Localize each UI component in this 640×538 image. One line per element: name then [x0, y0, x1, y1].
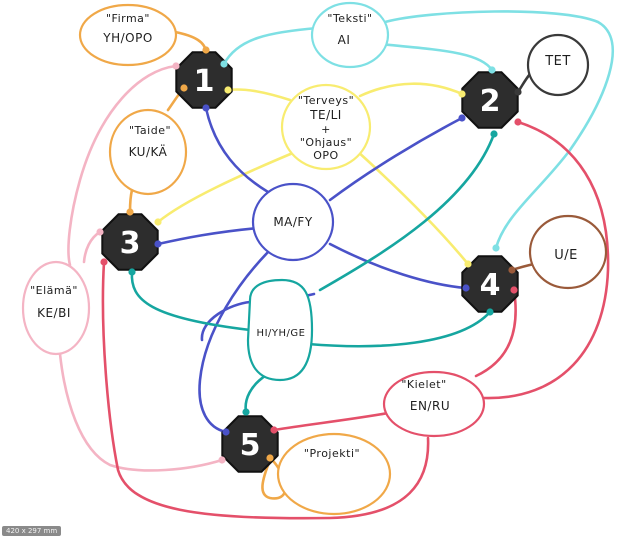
teksti-title: "Teksti"	[327, 12, 372, 25]
connector-dot	[202, 104, 210, 112]
connector-dot	[464, 260, 472, 268]
bubble-kielet	[382, 370, 486, 438]
link-2-kielet	[482, 120, 610, 400]
link-elama-3	[82, 230, 102, 264]
link-hiyhge-4	[306, 310, 492, 348]
taide-title: "Taide"	[129, 124, 171, 137]
link-elama-5	[58, 352, 224, 472]
link-3-red	[101, 260, 430, 520]
link-teksti-4	[383, 10, 615, 250]
connector-dot	[180, 84, 188, 92]
projekti-title: "Projekti"	[304, 447, 360, 460]
connector-dot	[514, 88, 522, 96]
paper-size-badge: 420 x 297 mm	[2, 526, 62, 536]
link-terveys-4	[354, 148, 470, 266]
tet-title: TET	[544, 54, 571, 69]
bubble-mafy	[251, 182, 335, 262]
connector-dot	[488, 66, 496, 74]
node-1-number: 1	[194, 64, 215, 99]
node-5-number: 5	[240, 428, 261, 463]
link-3-hiyhge	[130, 270, 252, 332]
link-hiyhge-5	[244, 372, 270, 414]
connector-dot	[172, 62, 180, 70]
terveys-title: "Terveys"	[298, 94, 354, 107]
elama-subjects: KE/BI	[37, 306, 71, 320]
connector-dot	[508, 266, 516, 274]
connector-dot	[220, 60, 228, 68]
link-2-mafy	[328, 116, 464, 202]
ohjaus-title: "Ohjaus"	[300, 136, 352, 149]
ue-title: U/E	[554, 248, 578, 263]
terveys-subjects: TE/LI	[309, 108, 342, 122]
link-2-hiyhge	[318, 132, 496, 292]
terveys-plus: +	[321, 123, 331, 136]
link-kielet-5	[272, 410, 396, 432]
connector-dot	[96, 228, 104, 236]
bubble-projekti	[276, 432, 392, 516]
connector-dot	[126, 208, 134, 216]
link-teksti-2	[378, 42, 494, 72]
connector-dot	[490, 130, 498, 138]
node-4-number: 4	[480, 268, 501, 303]
connector-dot	[242, 408, 250, 416]
bubble-tet	[526, 33, 590, 97]
hiyhge-title: HI/YH/GE	[257, 328, 306, 339]
connector-dot	[222, 428, 230, 436]
kielet-title: "Kielet"	[401, 378, 446, 391]
link-firma-1	[173, 30, 208, 54]
connector-dot	[224, 86, 232, 94]
link-1-mafy	[204, 106, 270, 194]
link-terveys-3	[156, 148, 302, 224]
connector-dot	[218, 456, 226, 464]
connector-dot	[514, 118, 522, 126]
bubble-firma	[78, 3, 178, 67]
link-terveys-2	[358, 82, 464, 98]
teksti-subjects: AI	[338, 33, 351, 47]
link-mafy-5	[198, 246, 274, 434]
connector-dot	[492, 244, 500, 252]
mafy-title: MA/FY	[273, 215, 313, 229]
bubble-terveys	[280, 83, 372, 171]
link-terveys-1	[226, 88, 292, 102]
connector-dot	[202, 46, 210, 54]
link-teksti-1	[222, 26, 320, 66]
bubble-taide	[108, 108, 188, 196]
bubble-elama	[21, 260, 91, 356]
connector-dot	[486, 308, 494, 316]
link-elama-1	[67, 64, 178, 267]
firma-subjects: YH/OPO	[102, 31, 153, 45]
connector-dot	[100, 258, 108, 266]
bubble-hiyhge	[246, 278, 314, 382]
connector-dot	[128, 268, 136, 276]
connector-dot	[458, 90, 466, 98]
link-4-kielet	[474, 288, 517, 378]
connector-dot	[510, 286, 518, 294]
node-2-number: 2	[480, 84, 501, 119]
connector-dot	[154, 218, 162, 226]
kielet-subjects: EN/RU	[410, 399, 450, 413]
taide-subjects: KU/KÄ	[129, 144, 168, 159]
connector-dot	[458, 114, 466, 122]
link-projekti-5	[261, 458, 287, 500]
link-mafy-4	[328, 242, 468, 290]
firma-title: "Firma"	[106, 12, 150, 25]
bubble-teksti	[310, 1, 390, 69]
connector-dot	[154, 240, 162, 248]
node-3-number: 3	[120, 226, 141, 261]
link-mafy-3	[156, 226, 260, 246]
elama-title: "Elämä"	[30, 284, 78, 297]
ohjaus-subjects: OPO	[313, 149, 338, 162]
connector-dot	[270, 426, 278, 434]
bubble-ue	[528, 214, 608, 290]
node-2-hexagon	[461, 71, 519, 129]
connector-dot	[266, 454, 274, 462]
connector-dot	[462, 284, 470, 292]
